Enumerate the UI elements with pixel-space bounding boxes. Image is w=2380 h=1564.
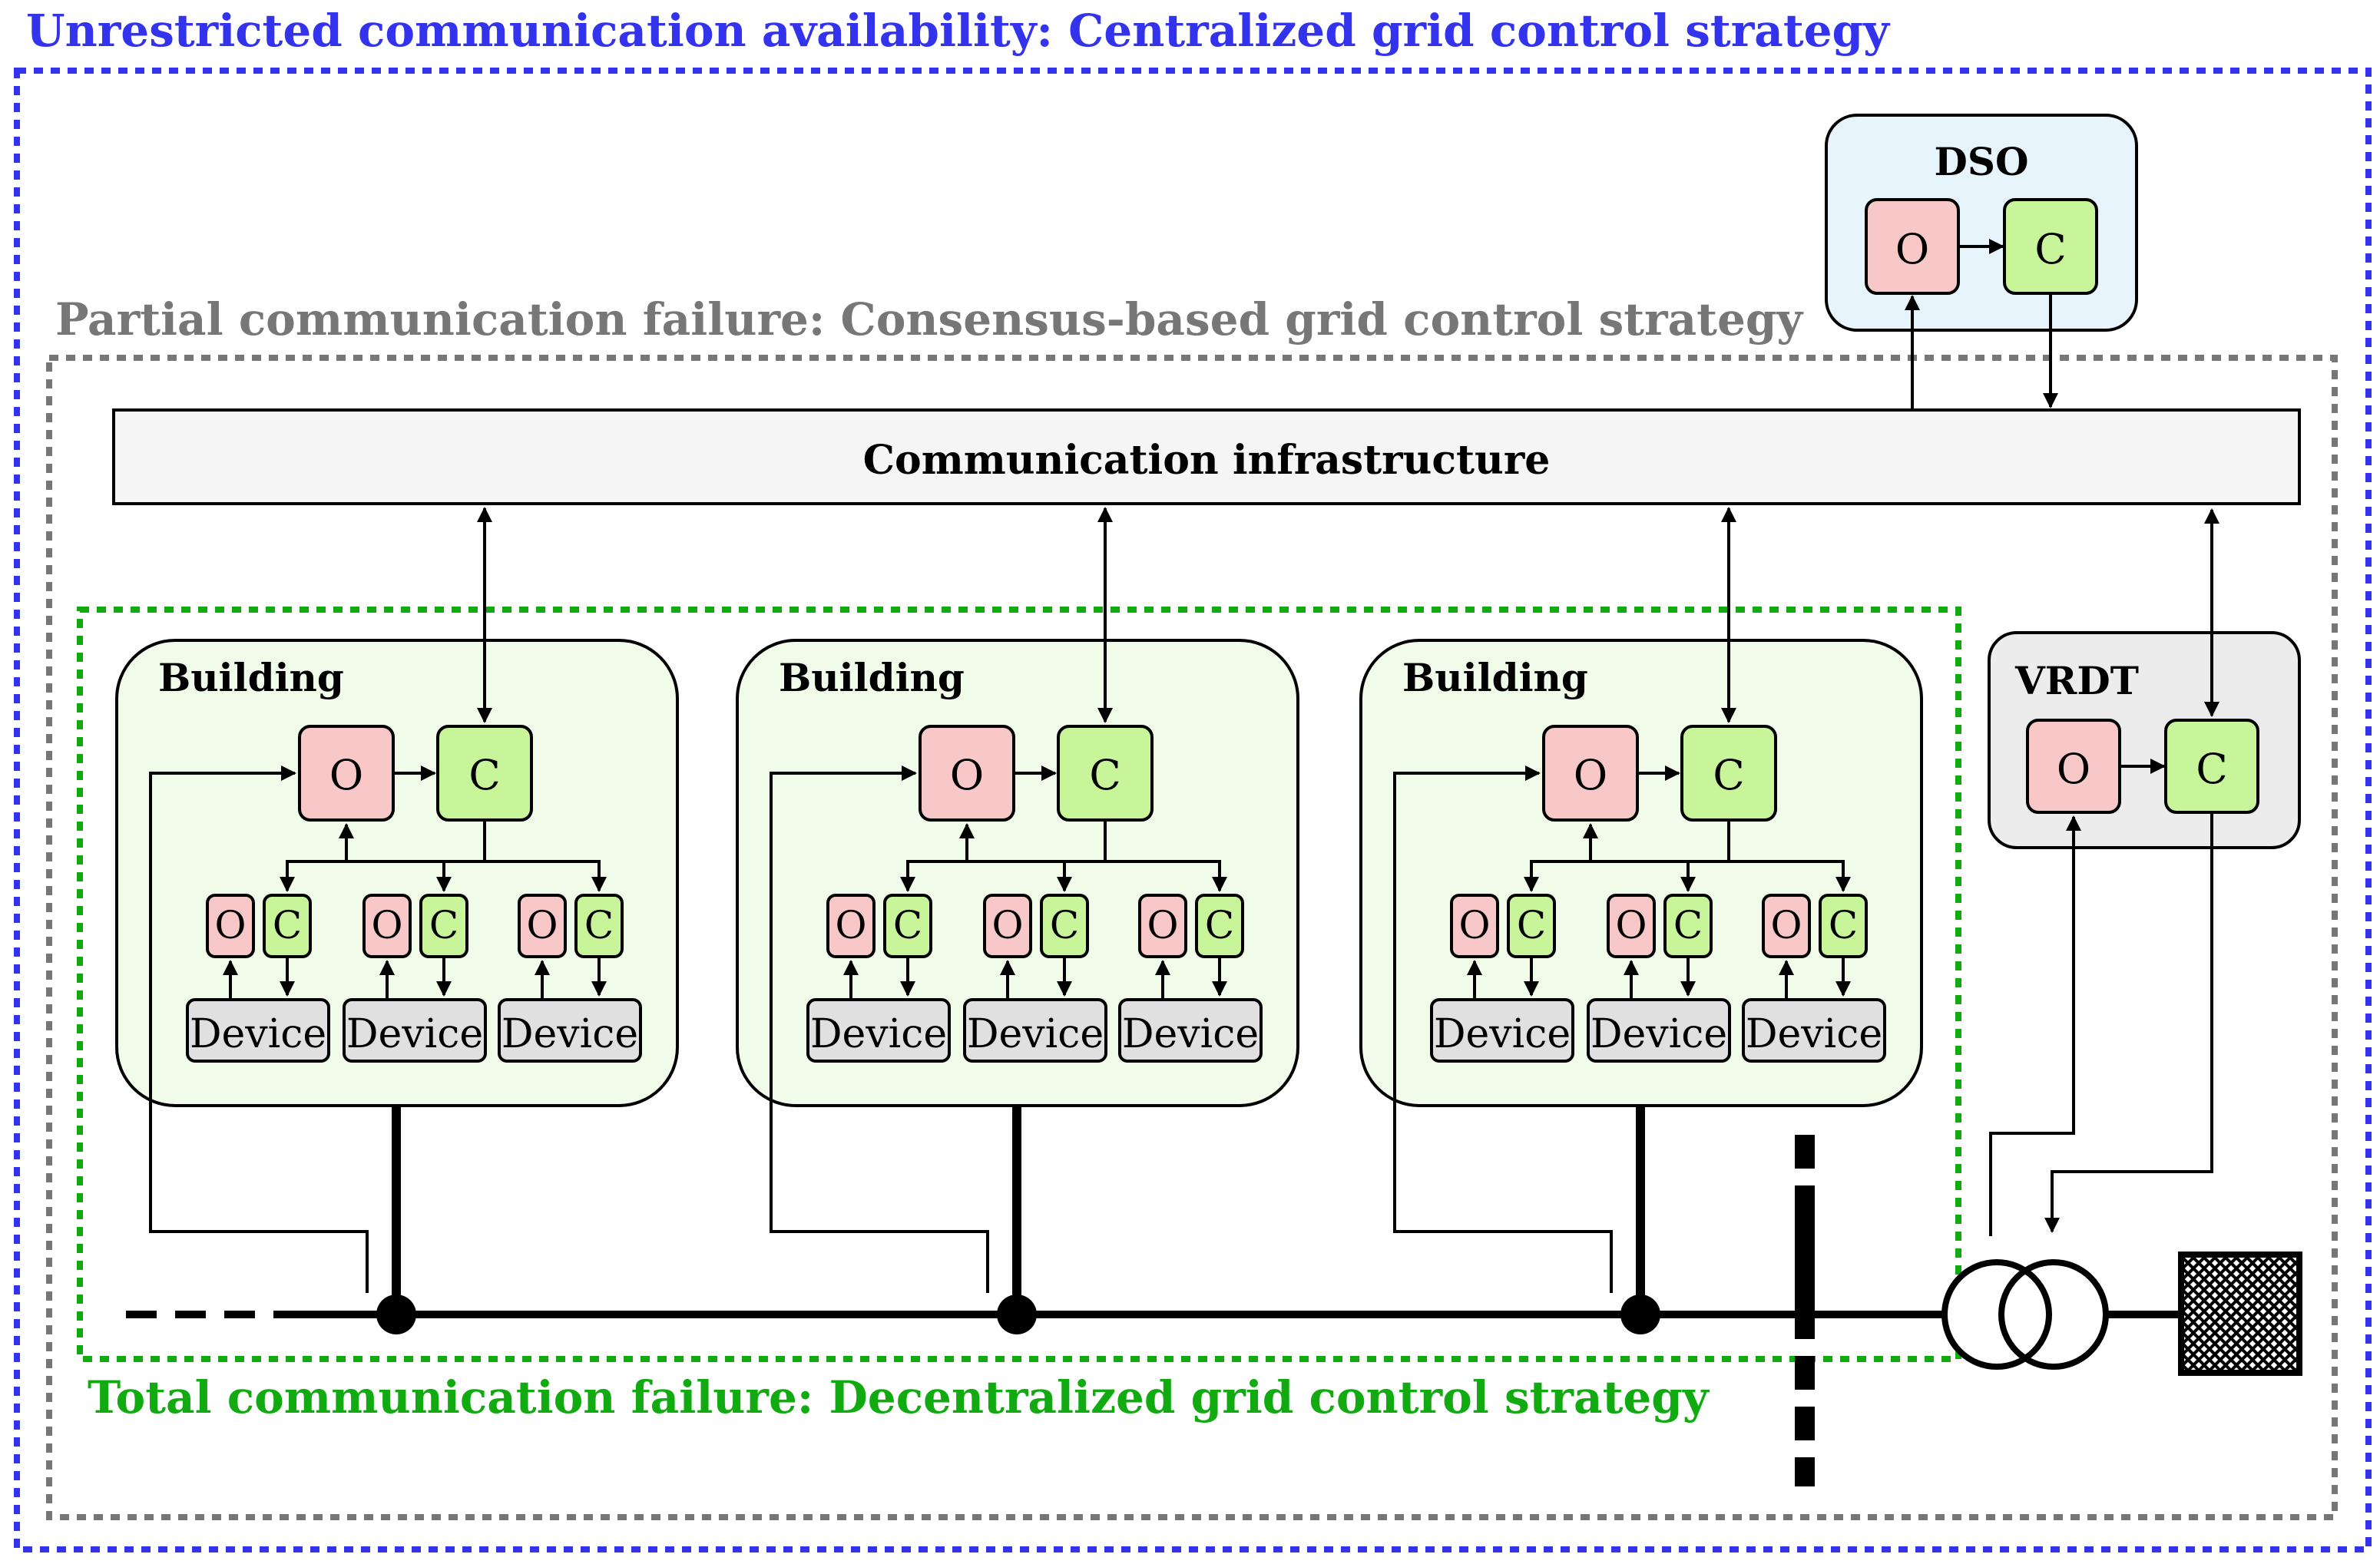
device-block — [186, 998, 330, 1063]
building-label: Building — [1402, 655, 1588, 700]
partial-zone-border — [46, 355, 2338, 1520]
dso-observer-label: O — [1895, 225, 1929, 273]
local-controller-label: C — [1050, 903, 1079, 947]
dso-controller-label: C — [2034, 225, 2066, 273]
unrestricted-zone-border — [14, 68, 2372, 1552]
building-observer-label: O — [950, 751, 984, 799]
local-controller-label: C — [1673, 903, 1703, 947]
transformer-icon-secondary — [1998, 1259, 2109, 1370]
partial-title: Partial communication failure: Consensus… — [55, 293, 1804, 346]
local-controller-label: C — [273, 903, 302, 947]
dso-box: DSO O C — [1825, 114, 2138, 332]
unrestricted-title: Unrestricted communication availability:… — [26, 5, 1891, 57]
local-observer-block — [826, 894, 876, 958]
measurement-feedback-line — [1393, 765, 1613, 1293]
device-label: Device — [967, 1011, 1104, 1057]
local-controller-label: C — [429, 903, 458, 947]
vrdt-measure-line — [1989, 815, 2081, 1236]
vrdt-observer-label: O — [2057, 745, 2090, 793]
device-label: Device — [1434, 1011, 1571, 1057]
transformer-icon — [1941, 1259, 2052, 1370]
device-label: Device — [1591, 1011, 1727, 1057]
vrdt-control-line — [2044, 812, 2213, 1233]
device-label: Device — [501, 1011, 638, 1057]
local-observer-label: O — [836, 903, 867, 947]
device-block — [1118, 998, 1263, 1063]
local-observer-label: O — [1147, 903, 1179, 947]
comm-infrastructure-box — [112, 408, 2301, 505]
device-label: Device — [346, 1011, 483, 1057]
vrdt-box: VRDT O C — [1988, 631, 2301, 849]
building-controller-label: C — [468, 751, 500, 799]
external-grid-icon — [2178, 1252, 2302, 1376]
device-label: Device — [1746, 1011, 1882, 1057]
local-observer-block — [1762, 894, 1811, 958]
building-label: Building — [158, 655, 344, 700]
local-controller-label: C — [893, 903, 922, 947]
device-label: Device — [1122, 1011, 1259, 1057]
local-observer-block — [1450, 894, 1499, 958]
local-controller-label: C — [1517, 903, 1546, 947]
device-block — [1742, 998, 1886, 1063]
device-block — [343, 998, 487, 1063]
local-observer-block — [1607, 894, 1656, 958]
measurement-feedback-line — [770, 765, 989, 1293]
local-observer-label: O — [372, 903, 403, 947]
local-observer-block — [518, 894, 567, 958]
device-block — [1430, 998, 1574, 1063]
building-observer-label: O — [329, 751, 363, 799]
building-observer-label: O — [1574, 751, 1607, 799]
total-title: Total communication failure: Decentraliz… — [88, 1371, 1710, 1423]
device-block — [1587, 998, 1731, 1063]
building-controller-label: C — [1089, 751, 1120, 799]
local-observer-label: O — [1616, 903, 1647, 947]
local-controller-label: C — [1205, 903, 1234, 947]
device-label: Device — [190, 1011, 326, 1057]
measurement-feedback-line — [149, 765, 369, 1293]
local-observer-block — [983, 894, 1032, 958]
dso-label: DSO — [1934, 139, 2028, 184]
local-observer-label: O — [527, 903, 558, 947]
local-observer-label: O — [1459, 903, 1491, 947]
vrdt-label: VRDT — [2014, 658, 2139, 703]
local-observer-label: O — [215, 903, 247, 947]
building-label: Building — [779, 655, 965, 700]
device-label: Device — [810, 1011, 947, 1057]
local-controller-label: C — [1829, 903, 1858, 947]
local-observer-label: O — [1771, 903, 1802, 947]
local-observer-block — [362, 894, 412, 958]
vrdt-controller-label: C — [2196, 745, 2227, 793]
local-observer-label: O — [992, 903, 1024, 947]
local-observer-block — [1138, 894, 1187, 958]
device-block — [498, 998, 642, 1063]
local-observer-block — [206, 894, 255, 958]
device-block — [806, 998, 951, 1063]
building-controller-label: C — [1713, 751, 1744, 799]
comm-infrastructure-label: Communication infrastructure — [863, 437, 1551, 484]
total-zone-border — [77, 607, 1961, 1362]
local-controller-label: C — [584, 903, 614, 947]
device-block — [963, 998, 1107, 1063]
